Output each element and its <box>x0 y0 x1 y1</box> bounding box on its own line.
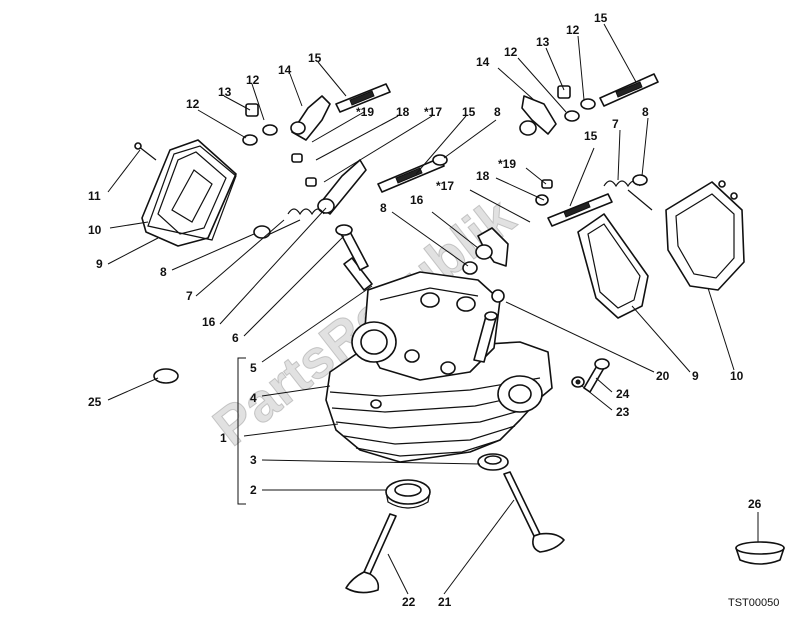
callout-19: *19 <box>498 157 516 171</box>
callout-25: 25 <box>88 395 102 409</box>
callout-8: 8 <box>642 105 649 119</box>
callout-19: *19 <box>356 105 374 119</box>
callout-15: 15 <box>594 11 608 25</box>
callout-26: 26 <box>748 497 762 511</box>
callout-4: 4 <box>250 391 257 405</box>
rocker-arm-right-upper <box>519 95 557 136</box>
cylinder-head <box>325 257 553 471</box>
pushrod-tip-left <box>335 224 369 271</box>
drawing-code: TST00050 <box>728 597 779 609</box>
callout-10: 10 <box>88 223 102 237</box>
callout-16: 16 <box>202 315 216 329</box>
callout-24: 24 <box>616 387 630 401</box>
callout-labels: 15 14 13 12 12 *19 18 *17 15 8 11 10 9 8… <box>88 11 762 609</box>
callout-2: 2 <box>250 483 257 497</box>
bolt-left <box>134 142 157 161</box>
bolt-24 <box>583 358 610 393</box>
valve-21 <box>503 471 565 553</box>
callout-17: *17 <box>436 179 454 193</box>
rocker-arm-right-lower <box>475 227 509 267</box>
callout-3: 3 <box>250 453 257 467</box>
callout-7: 7 <box>186 289 193 303</box>
group-bracket <box>237 357 246 505</box>
callout-9: 9 <box>692 369 699 383</box>
spring-right <box>603 180 653 211</box>
gasket-left <box>147 145 237 241</box>
plug-25 <box>153 368 179 384</box>
callout-18: 18 <box>396 105 410 119</box>
callout-6: 6 <box>232 331 239 345</box>
rocker-shaft-right-upper <box>599 73 659 107</box>
callout-17: *17 <box>424 105 442 119</box>
callout-13: 13 <box>218 85 232 99</box>
callout-18: 18 <box>476 169 490 183</box>
callout-23: 23 <box>616 405 630 419</box>
rocker-arm-left-lower <box>317 159 367 215</box>
rocker-shaft-left-lower <box>377 157 445 193</box>
washer-23 <box>571 376 585 388</box>
callout-14: 14 <box>278 63 292 77</box>
gasket-right <box>577 213 649 319</box>
spring-left <box>269 208 325 235</box>
callout-1: 1 <box>220 431 227 445</box>
valve-cover-right <box>665 180 745 291</box>
callout-10: 10 <box>730 369 744 383</box>
callout-8: 8 <box>494 105 501 119</box>
callout-5: 5 <box>250 361 257 375</box>
valve-cover-left <box>141 139 237 247</box>
callout-12: 12 <box>186 97 200 111</box>
callout-14: 14 <box>476 55 490 69</box>
callout-12: 12 <box>566 23 580 37</box>
callout-9: 9 <box>96 257 103 271</box>
callout-11: 11 <box>88 189 101 203</box>
rocker-arm-left-upper <box>290 95 331 141</box>
callout-15: 15 <box>308 51 322 65</box>
valve-guide-seal-2 <box>385 479 431 509</box>
washers-right <box>462 85 648 303</box>
leader-lines <box>107 23 759 595</box>
callout-15: 15 <box>584 129 598 143</box>
callout-22: 22 <box>402 595 416 609</box>
callout-21: 21 <box>438 595 452 609</box>
callout-15: 15 <box>462 105 476 119</box>
callout-7: 7 <box>612 117 619 131</box>
callout-13: 13 <box>536 35 550 49</box>
callout-12: 12 <box>504 45 518 59</box>
callout-12: 12 <box>246 73 260 87</box>
callout-20: 20 <box>656 369 670 383</box>
callout-8: 8 <box>160 265 167 279</box>
rocker-shaft-right-lower <box>547 193 613 227</box>
valve-22 <box>345 513 397 594</box>
callout-16: 16 <box>410 193 424 207</box>
rocker-shaft-left-upper <box>335 83 391 113</box>
cap-26 <box>735 541 785 565</box>
callout-8: 8 <box>380 201 387 215</box>
